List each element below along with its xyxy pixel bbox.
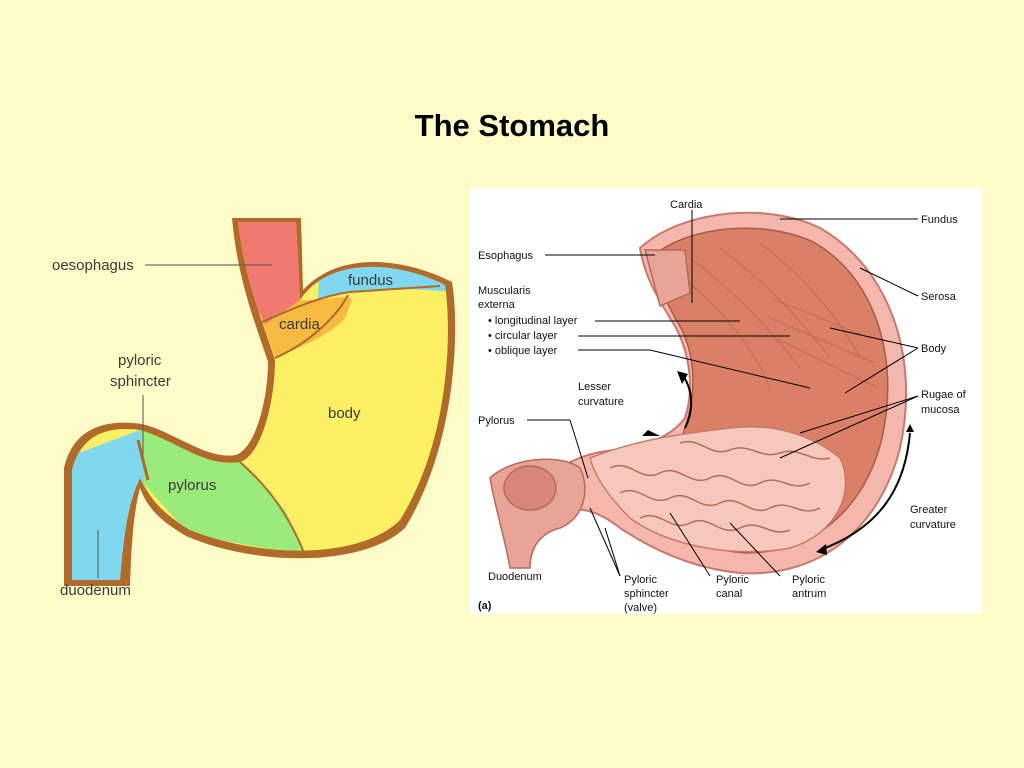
body-label: body (328, 405, 361, 422)
slide-title: The Stomach (414, 108, 610, 143)
duodenum-label: duodenum (60, 582, 131, 599)
pyloric-sphincter-label-d1: Pyloric (624, 574, 658, 586)
figure-tag: (a) (478, 600, 492, 612)
rugae-label-2: mucosa (921, 404, 960, 416)
pyloric-antrum-label-2: antrum (792, 588, 826, 600)
cardia-label: cardia (279, 316, 321, 333)
pylorus-region (140, 430, 305, 555)
body-label-detail: Body (921, 343, 947, 355)
pyloric-canal-label-2: canal (716, 588, 742, 600)
detailed-stomach-diagram: Cardia Fundus Esophagus Serosa Musculari… (478, 199, 967, 614)
fundus-label: fundus (348, 272, 393, 289)
greater-curvature-label-1: Greater (910, 504, 948, 516)
rugae-region (589, 426, 847, 553)
detailed-stomach-panel: Cardia Fundus Esophagus Serosa Musculari… (470, 188, 982, 614)
rugae-label-1: Rugae of (921, 389, 967, 401)
muscularis-label-2: externa (478, 299, 516, 311)
serosa-label: Serosa (921, 291, 957, 303)
oesophagus-label: oesophagus (52, 257, 134, 274)
pyloric-sphincter-label-d2: sphincter (624, 588, 669, 600)
pylorus-label: pylorus (168, 477, 216, 494)
pyloric-antrum-label-1: Pyloric (792, 574, 826, 586)
simple-stomach-diagram: oesophagus fundus cardia pyloric sphinct… (52, 218, 456, 599)
oesophagus-region (230, 222, 300, 324)
duodenum-label-detail: Duodenum (488, 571, 542, 583)
muscularis-label-1: Muscularis (478, 285, 531, 297)
pyloric-sphincter-label-d3: (valve) (624, 602, 657, 614)
pyloric-sphincter-label-2: sphincter (110, 373, 171, 390)
cardia-label-detail: Cardia (670, 199, 703, 211)
esophagus-tube (644, 249, 691, 308)
pylorus-label-detail: Pylorus (478, 415, 515, 427)
lesser-curvature-label-1: Lesser (578, 381, 611, 393)
pyloric-canal-label-1: Pyloric (716, 574, 750, 586)
fundus-label-detail: Fundus (921, 214, 958, 226)
lesser-curvature-label-2: curvature (578, 396, 624, 408)
oblique-layer-label: • oblique layer (488, 345, 558, 357)
longitudinal-layer-label: • longitudinal layer (488, 315, 578, 327)
circular-layer-label: • circular layer (488, 330, 558, 342)
esophagus-label: Esophagus (478, 250, 534, 262)
pyloric-sphincter-label-1: pyloric (118, 352, 162, 369)
greater-curvature-label-2: curvature (910, 519, 956, 531)
